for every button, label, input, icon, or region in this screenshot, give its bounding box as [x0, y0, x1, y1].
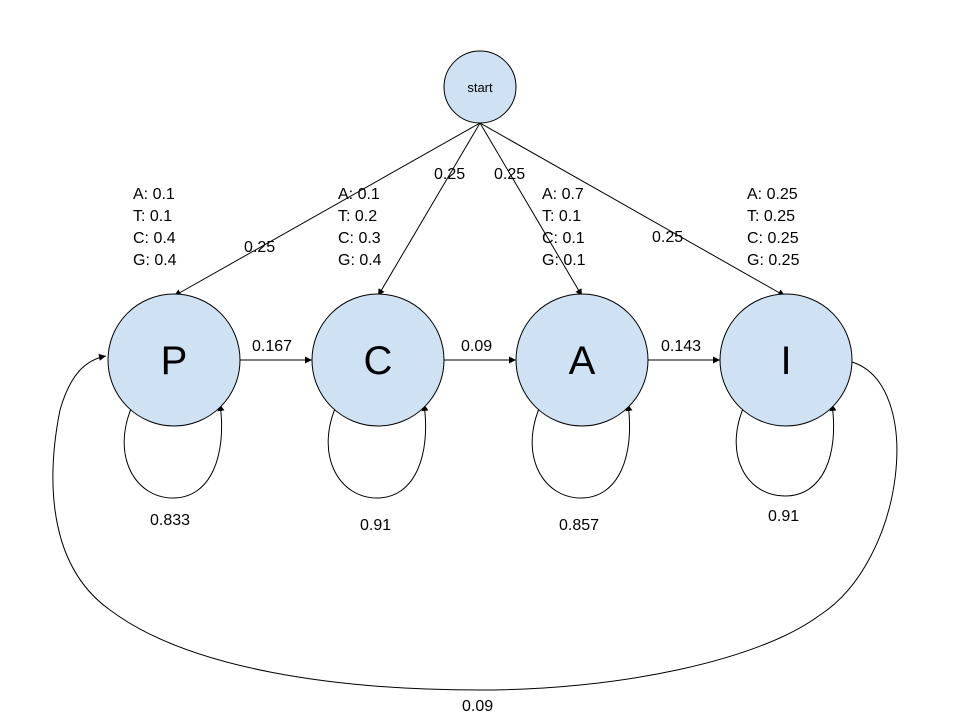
state-node-i [719, 293, 853, 427]
state-label-a: A [569, 339, 596, 383]
emission-table-i: A: 0.25 T: 0.25 C: 0.25 G: 0.25 [747, 186, 800, 269]
state-label-c: C [364, 339, 393, 383]
emission-a: A: 0.25 [747, 186, 798, 203]
self-loop-p [123, 403, 225, 499]
emission-g: G: 0.4 [338, 252, 382, 269]
edge-i-to-p [52, 353, 898, 691]
emission-t: T: 0.1 [133, 208, 172, 225]
c-self-prob: 0.91 [360, 517, 391, 534]
state-label-p: P [161, 339, 188, 383]
emission-c: C: 0.25 [747, 230, 799, 247]
p-to-c-prob: 0.167 [252, 338, 292, 355]
a-to-i-prob: 0.143 [661, 338, 701, 355]
emission-a: A: 0.7 [542, 186, 584, 203]
emission-c: C: 0.1 [542, 230, 585, 247]
edge-start-to-i [479, 122, 786, 297]
emission-a: A: 0.1 [133, 186, 175, 203]
state-node-c [311, 293, 445, 427]
a-self-prob: 0.857 [559, 517, 599, 534]
state-label-i: I [780, 339, 791, 383]
emission-t: T: 0.1 [542, 208, 581, 225]
emission-g: G: 0.1 [542, 252, 586, 269]
state-node-p [107, 293, 241, 427]
edge-start-to-p [173, 122, 481, 297]
emission-c: C: 0.3 [338, 230, 381, 247]
p-self-prob: 0.833 [150, 512, 190, 529]
emission-table-a: A: 0.7 T: 0.1 C: 0.1 G: 0.1 [542, 186, 586, 269]
start-to-i-prob: 0.25 [652, 229, 683, 246]
start-node [443, 50, 517, 124]
edge-start-to-c [377, 122, 481, 297]
start-to-a-prob: 0.25 [494, 166, 525, 183]
emission-table-c: A: 0.1 T: 0.2 C: 0.3 G: 0.4 [338, 186, 382, 269]
start-node-label: start [467, 80, 493, 95]
self-loop-a [531, 403, 633, 499]
emission-t: T: 0.25 [747, 208, 795, 225]
emission-a: A: 0.1 [338, 186, 380, 203]
start-to-p-prob: 0.25 [244, 239, 275, 256]
emission-g: G: 0.25 [747, 252, 800, 269]
emission-c: C: 0.4 [133, 230, 176, 247]
c-to-a-prob: 0.09 [461, 338, 492, 355]
self-loop-i [735, 403, 837, 497]
i-self-prob: 0.91 [768, 508, 799, 525]
emission-g: G: 0.4 [133, 252, 177, 269]
self-loop-c [327, 403, 429, 499]
emission-t: T: 0.2 [338, 208, 377, 225]
start-to-c-prob: 0.25 [434, 166, 465, 183]
edge-start-to-a [479, 122, 583, 297]
i-to-p-prob: 0.09 [462, 698, 493, 715]
state-node-a [515, 293, 649, 427]
emission-table-p: A: 0.1 T: 0.1 C: 0.4 G: 0.4 [133, 186, 177, 269]
